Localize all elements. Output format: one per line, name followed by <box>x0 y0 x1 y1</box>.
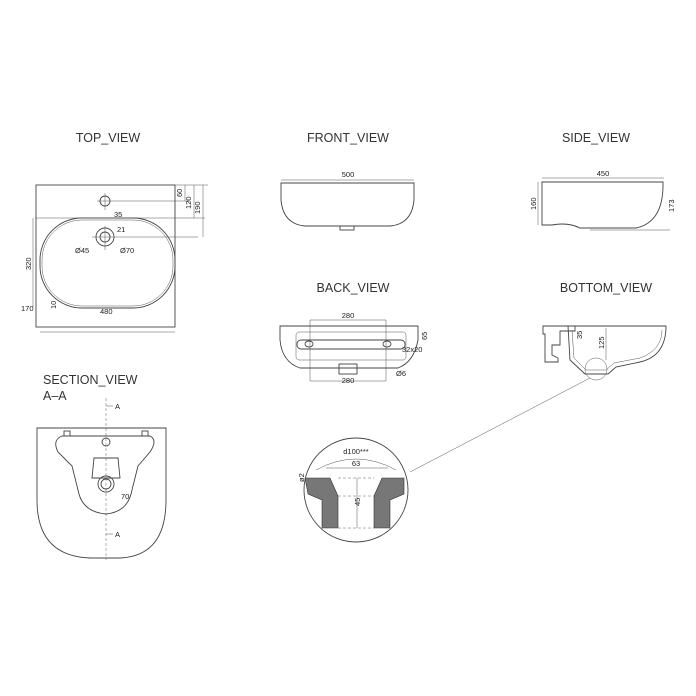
dim-35-bottom: 35 <box>575 331 584 339</box>
dim-d100: d100*** <box>343 447 369 456</box>
dim-173: 173 <box>667 199 676 212</box>
section-outline <box>36 427 167 559</box>
back-view-title: BACK_VIEW <box>317 281 390 295</box>
dim-120: 120 <box>184 196 193 209</box>
dim-dia6: Ø6 <box>396 369 406 378</box>
dim-d2: ø2 <box>297 473 306 482</box>
front-view: FRONT_VIEW 500 <box>280 131 415 231</box>
section-view: SECTION_VIEW A–A A A 70 <box>36 373 167 560</box>
dim-170: 170 <box>21 304 34 313</box>
dim-10: 10 <box>49 301 58 309</box>
basin-bowl-outline <box>39 217 176 309</box>
bottom-view-bracket <box>542 325 576 363</box>
dim-450: 450 <box>597 169 610 178</box>
back-view-outline <box>279 325 419 369</box>
section-view-subtitle: A–A <box>43 389 67 403</box>
top-view-title: TOP_VIEW <box>76 131 141 145</box>
side-view: SIDE_VIEW 450 160 173 <box>529 131 676 231</box>
front-view-title: FRONT_VIEW <box>307 131 389 145</box>
dim-480: 480 <box>100 307 113 316</box>
dim-dia70: Ø70 <box>120 246 134 255</box>
back-view: BACK_VIEW 280 280 65 32x20 Ø6 <box>279 281 429 385</box>
dim-35: 35 <box>114 210 122 219</box>
bottom-view-title: BOTTOM_VIEW <box>560 281 652 295</box>
dim-125: 125 <box>597 336 606 349</box>
dim-280-top: 280 <box>342 311 355 320</box>
dim-21: 21 <box>117 225 125 234</box>
drain-detail: d100*** 63 45 ø2 <box>297 437 409 543</box>
dim-65: 65 <box>420 332 429 340</box>
dim-dia45: Ø45 <box>75 246 89 255</box>
front-view-outline <box>280 182 415 227</box>
mounting-rail <box>296 339 406 350</box>
section-marker-top: A <box>115 402 120 411</box>
side-view-title: SIDE_VIEW <box>562 131 630 145</box>
bottom-view-profile <box>567 325 667 375</box>
dim-slot: 32x20 <box>402 345 422 354</box>
dim-60: 60 <box>175 189 184 197</box>
dim-45: 45 <box>353 498 362 506</box>
dim-63: 63 <box>352 459 360 468</box>
dim-70-section: 70 <box>121 492 129 501</box>
dim-280-bottom: 280 <box>342 376 355 385</box>
side-view-outline <box>541 181 664 229</box>
dim-500: 500 <box>342 170 355 179</box>
top-view: TOP_VIEW 60 120 190 35 21 Ø45 Ø70 320 17… <box>21 131 208 333</box>
detail-leader-line <box>409 377 591 473</box>
dim-160: 160 <box>529 197 538 210</box>
section-marker-bottom: A <box>115 530 120 539</box>
bottom-view: BOTTOM_VIEW 35 125 <box>409 281 667 473</box>
detail-circle <box>303 437 409 543</box>
dim-320: 320 <box>24 257 33 270</box>
dim-190: 190 <box>193 201 202 214</box>
section-view-title: SECTION_VIEW <box>43 373 138 387</box>
section-bowl <box>55 435 155 515</box>
